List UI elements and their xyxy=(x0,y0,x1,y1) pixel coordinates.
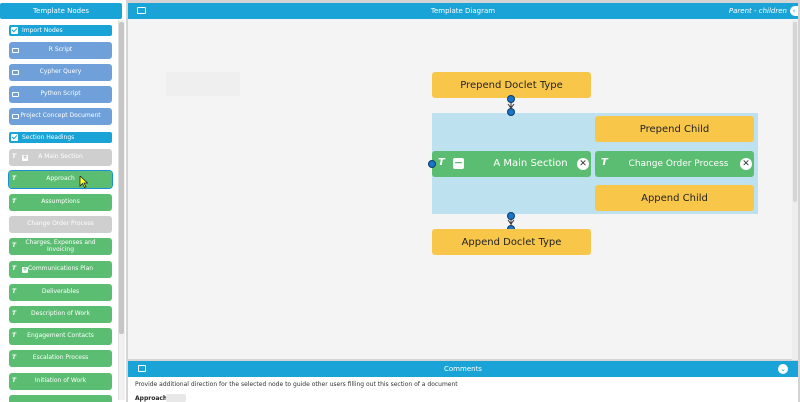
remove-node-icon[interactable]: ✕ xyxy=(577,158,589,170)
import-icon xyxy=(12,113,19,119)
text-node-icon: T xyxy=(12,376,17,384)
text-node-icon: T xyxy=(12,197,17,205)
mouse-cursor-icon xyxy=(79,176,88,188)
diagram-mode-label: Parent - children xyxy=(728,7,787,15)
node-escalation-process[interactable]: T Escalation Process xyxy=(9,350,112,367)
left-scrollbar-thumb[interactable] xyxy=(119,22,124,334)
node-assumptions[interactable]: T Assumptions xyxy=(9,194,112,211)
node-r-script[interactable]: R Script xyxy=(9,42,112,59)
node-a-main-section[interactable]: T + A Main Section xyxy=(9,149,112,166)
prepend-doclet-port[interactable] xyxy=(507,95,515,103)
expand-plus-icon[interactable]: + xyxy=(22,153,28,161)
import-icon xyxy=(12,47,19,53)
append-doclet-type-node[interactable]: Append Doclet Type xyxy=(432,229,591,255)
section-headings-header[interactable]: Section Headings xyxy=(9,132,112,143)
import-icon xyxy=(12,91,19,97)
comments-node-chip[interactable] xyxy=(166,394,186,402)
comments-header: Comments ⌄ xyxy=(128,361,798,377)
template-nodes-header: Template Nodes xyxy=(0,3,122,19)
text-node-icon: T xyxy=(12,353,17,361)
drop-placeholder xyxy=(166,72,240,96)
node-deliverables[interactable]: T Deliverables xyxy=(9,284,112,301)
main-section-left-port[interactable] xyxy=(428,160,436,168)
node-cypher-query[interactable]: Cypher Query xyxy=(9,64,112,81)
text-node-icon: T xyxy=(601,157,608,168)
node-charges-expenses-invoicing[interactable]: T Charges, Expenses and Invoicing xyxy=(9,238,112,255)
node-engagement-contacts[interactable]: T Engagement Contacts xyxy=(9,328,112,345)
diagram-scrollbar-thumb[interactable] xyxy=(793,22,797,202)
text-node-icon: T xyxy=(12,241,17,249)
text-node-icon: T xyxy=(12,174,17,182)
prepend-doclet-type-node[interactable]: Prepend Doclet Type xyxy=(432,72,591,98)
node-approach[interactable]: T Approach xyxy=(8,170,113,189)
import-icon xyxy=(12,69,19,75)
node-initiation-of-work[interactable]: T Initiation of Work xyxy=(9,373,112,390)
comments-hint: Provide additional direction for the sel… xyxy=(135,381,458,388)
main-section-bottom-port[interactable] xyxy=(507,212,515,220)
import-nodes-toggle-icon[interactable] xyxy=(11,27,18,34)
main-section-node[interactable]: T − A Main Section ✕ xyxy=(432,151,591,177)
change-order-process-node[interactable]: T Change Order Process ✕ xyxy=(595,151,754,177)
section-headings-toggle-icon[interactable] xyxy=(11,134,18,141)
prepend-child-node[interactable]: Prepend Child xyxy=(595,116,754,142)
panel-menu-icon[interactable] xyxy=(137,7,146,14)
text-node-icon: T xyxy=(12,331,17,339)
node-change-order-process[interactable]: Change Order Process xyxy=(9,216,112,233)
text-node-icon: T xyxy=(438,157,445,168)
panel-edge-icon[interactable]: ‹ xyxy=(790,6,798,16)
import-nodes-header[interactable]: Import Nodes xyxy=(9,25,112,36)
comment-icon xyxy=(138,365,146,372)
append-child-node[interactable]: Append Child xyxy=(595,185,754,211)
node-description-of-work[interactable]: T Description of Work xyxy=(9,306,112,323)
expand-plus-icon[interactable]: + xyxy=(22,265,28,273)
text-node-icon: T xyxy=(12,152,17,160)
node-python-script[interactable]: Python Script xyxy=(9,86,112,103)
remove-node-icon[interactable]: ✕ xyxy=(740,158,752,170)
text-node-icon: T xyxy=(12,309,17,317)
comments-node-label: Approach xyxy=(135,395,168,402)
text-node-icon: T xyxy=(12,264,17,272)
collapse-chevron-icon[interactable]: ⌄ xyxy=(778,364,788,374)
template-diagram-header: Template Diagram Parent - children ‹ xyxy=(128,3,798,19)
node-partial[interactable] xyxy=(9,395,112,402)
text-node-icon: T xyxy=(12,287,17,295)
node-communications-plan[interactable]: T + Communications Plan xyxy=(9,261,112,278)
main-section-top-port[interactable] xyxy=(507,108,515,116)
node-project-concept-document[interactable]: Project Concept Document xyxy=(9,108,112,125)
collapse-minus-icon[interactable]: − xyxy=(453,156,464,169)
